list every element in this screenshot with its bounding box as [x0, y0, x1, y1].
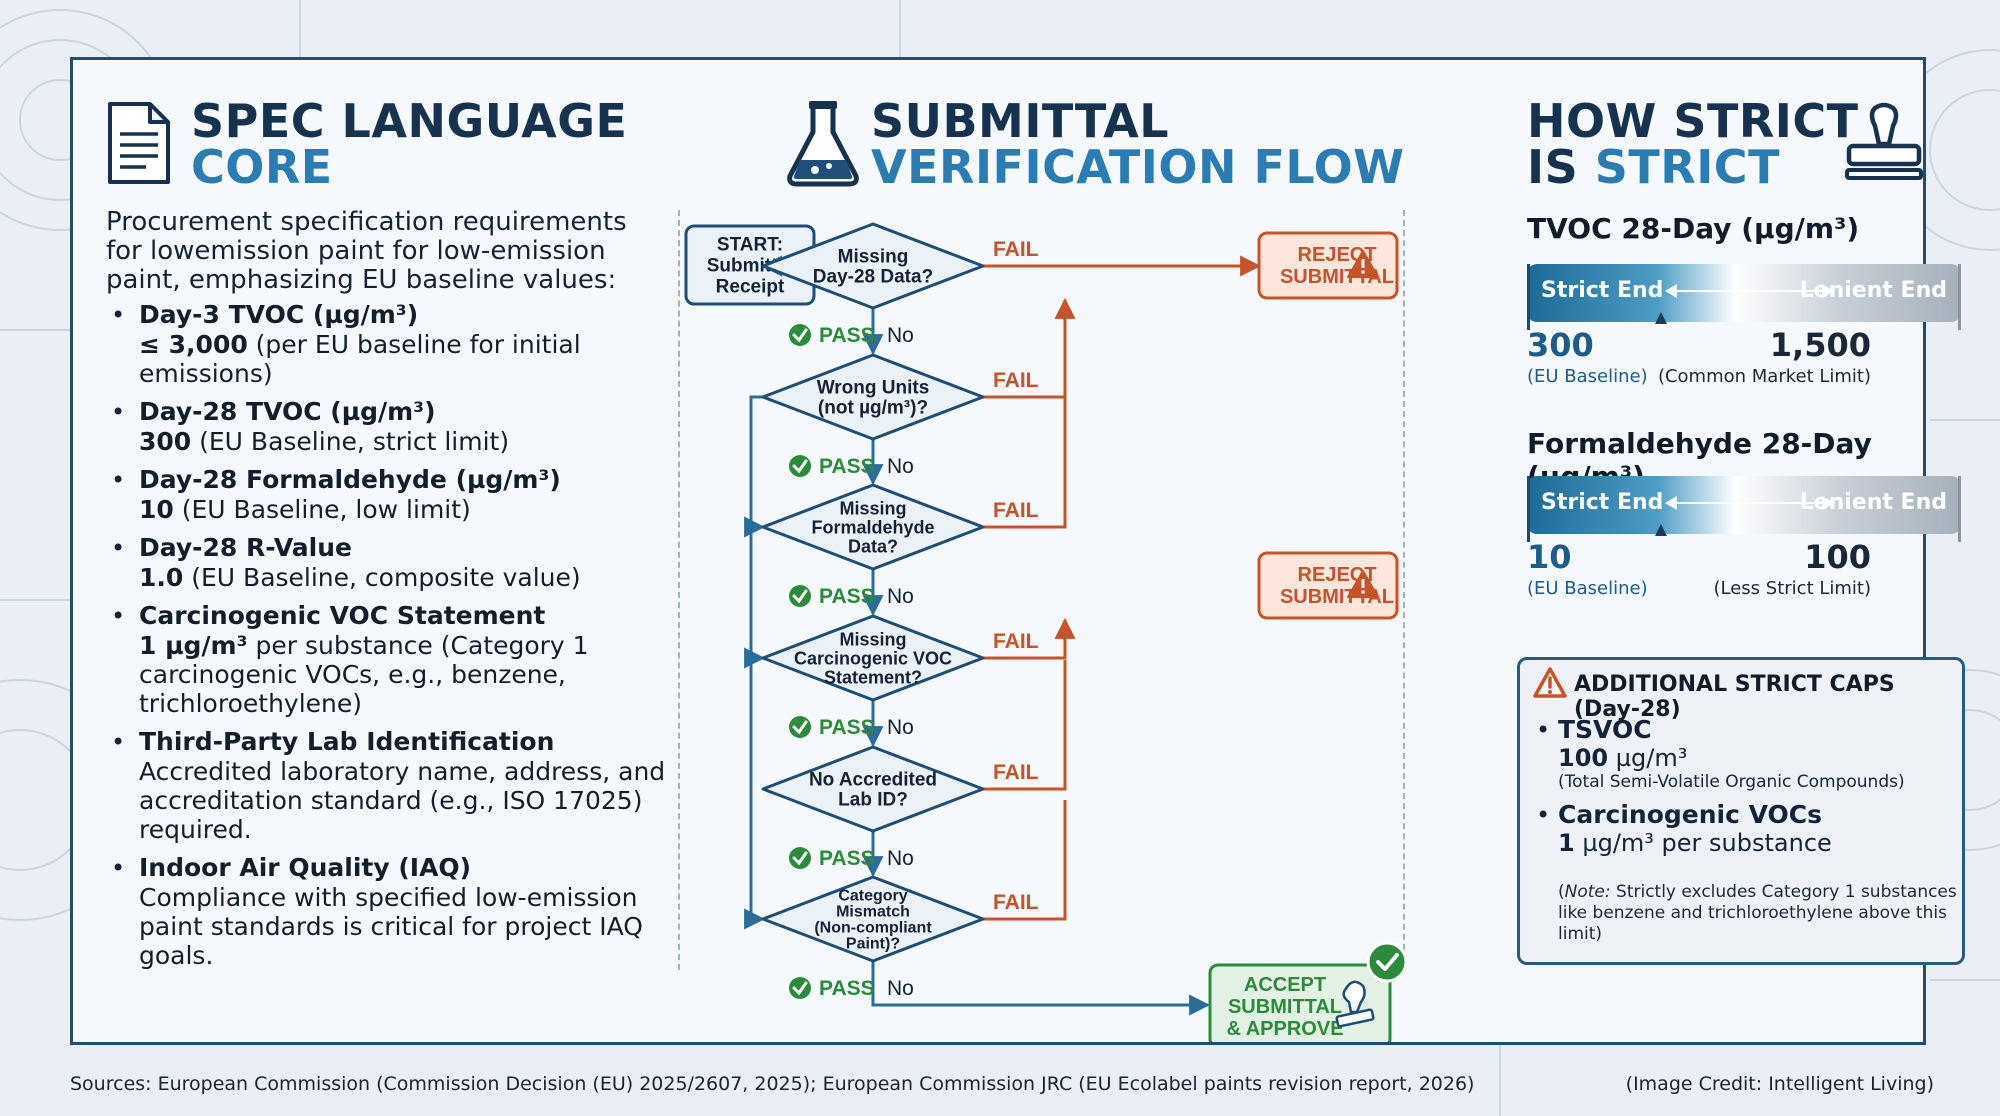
formaldehyde-strict-caption: (EU Baseline): [1527, 578, 1648, 599]
fail-label: FAIL: [993, 630, 1039, 653]
fail-label: FAIL: [993, 369, 1039, 392]
decision-diamond: [761, 614, 985, 702]
caps-item: • Carcinogenic VOCs 1 µg/m³ per substanc…: [1536, 800, 1832, 858]
decision-diamond: [761, 875, 985, 963]
spec-item: • Third-Party Lab Identification Accredi…: [111, 727, 666, 844]
formaldehyde-strict-value: 10: [1527, 538, 1572, 576]
tvoc-strict-value: 300: [1527, 326, 1594, 364]
fail-label: FAIL: [993, 891, 1039, 914]
spec-item: • Indoor Air Quality (IAQ) Compliance wi…: [111, 853, 643, 970]
spec-item: • Carcinogenic VOC Statement 1 µg/m³ per…: [111, 601, 589, 718]
strict-end-label: Strict End: [1541, 278, 1664, 303]
pass-check-icon: [789, 455, 811, 477]
pass-label: PASS: [819, 716, 875, 739]
how-strict-column: HOW STRICT IS STRICT TVOC 28-Day (µg/m³)…: [1463, 60, 1965, 1042]
spec-item: • Day-28 Formaldehyde (µg/m³) 10 (EU Bas…: [111, 465, 561, 524]
fail-arrow: [983, 617, 1076, 660]
reject-box-mid: [1257, 551, 1399, 620]
spec-item: • Day-28 R-Value 1.0 (EU Baseline, compo…: [111, 533, 581, 592]
fail-label: FAIL: [993, 499, 1039, 522]
stamp-icon: [1845, 102, 1923, 180]
spec-item: • Day-3 TVOC (µg/m³) ≤ 3,000 (per EU bas…: [111, 300, 581, 388]
image-credit: (Image Credit: Intelligent Living): [1625, 1073, 1934, 1095]
document-icon: [108, 102, 170, 184]
column-divider: [1403, 210, 1405, 970]
additional-caps-box: ADDITIONAL STRICT CAPS (Day-28) • TSVOC …: [1517, 657, 1965, 965]
pass-check-icon: [789, 716, 811, 738]
pass-label: PASS: [819, 847, 875, 870]
pass-check-icon: [789, 585, 811, 607]
pass-label: PASS: [819, 455, 875, 478]
no-label: No: [887, 716, 914, 739]
spec-item: • Day-28 TVOC (µg/m³) 300 (EU Baseline, …: [111, 397, 510, 456]
tvoc-strictness-bar: Strict End Lenient End: [1527, 264, 1961, 330]
warning-icon: [1533, 667, 1567, 698]
spec-language-column: SPEC LANGUAGE CORE Procurement specifica…: [73, 60, 673, 1042]
tvoc-strict-caption: (EU Baseline): [1527, 366, 1648, 387]
decision-diamond: [761, 483, 985, 571]
pass-label: PASS: [819, 977, 875, 1000]
double-arrow-icon: [1665, 284, 1834, 298]
pass-label: PASS: [819, 324, 875, 347]
no-label: No: [887, 455, 914, 478]
fail-line: [983, 800, 1067, 921]
caps-item: • TSVOC 100 µg/m³ (Total Semi-Volatile O…: [1536, 715, 1905, 793]
decision-diamond: [761, 222, 985, 310]
spec-title: SPEC LANGUAGE CORE: [191, 94, 628, 194]
no-label: No: [887, 324, 914, 347]
fail-label: FAIL: [993, 238, 1039, 261]
fail-line: [983, 380, 1067, 529]
formaldehyde-strictness-bar: Strict End Lenient End: [1527, 476, 1961, 542]
flask-icon: [787, 101, 859, 187]
accept-arrow: [871, 961, 1211, 1016]
marker-icon: [1655, 524, 1667, 536]
tvoc-lenient-value: 1,500: [1769, 326, 1871, 364]
pass-check-icon: [789, 977, 811, 999]
infographic-frame: SPEC LANGUAGE CORE Procurement specifica…: [70, 57, 1965, 1045]
spec-intro: Procurement specification requirements f…: [106, 207, 627, 295]
decision-diamond: [761, 745, 985, 833]
lenient-end-label: Lenient End: [1799, 490, 1947, 515]
lenient-end-label: Lenient End: [1799, 278, 1947, 303]
marker-icon: [1655, 312, 1667, 324]
no-label: No: [887, 585, 914, 608]
flow-title: SUBMITTAL VERIFICATION FLOW: [871, 94, 1405, 194]
sources-footer: Sources: European Commission (Commission…: [70, 1073, 1475, 1095]
tvoc-lenient-caption: (Common Market Limit): [1657, 366, 1871, 387]
caps-list: • TSVOC 100 µg/m³ (Total Semi-Volatile O…: [1534, 716, 1954, 865]
decision-label: Wrong Units(not µg/m³)?: [817, 378, 930, 419]
accept-check-icon: [1366, 941, 1408, 983]
pass-label: PASS: [819, 585, 875, 608]
column-divider: [678, 210, 680, 970]
caps-note: (Note: Strictly excludes Category 1 subs…: [1558, 882, 1957, 944]
pass-check-icon: [789, 847, 811, 869]
spec-bullet-list: • Day-3 TVOC (µg/m³) ≤ 3,000 (per EU bas…: [106, 300, 666, 979]
stamp-icon: [1335, 980, 1375, 1028]
strict-end-label: Strict End: [1541, 490, 1664, 515]
tvoc-scale-title: TVOC 28-Day (µg/m³): [1527, 212, 1860, 245]
no-label: No: [887, 977, 914, 1000]
fail-label: FAIL: [993, 761, 1039, 784]
no-label: No: [887, 847, 914, 870]
double-arrow-icon: [1665, 496, 1834, 510]
pass-check-icon: [789, 324, 811, 346]
formaldehyde-lenient-caption: (Less Strict Limit): [1713, 578, 1872, 599]
verification-flow-column: SUBMITTAL VERIFICATION FLOW START:Submit…: [673, 60, 1463, 1042]
strict-title: HOW STRICT IS STRICT: [1527, 94, 1859, 194]
formaldehyde-lenient-value: 100: [1804, 538, 1871, 576]
decision-diamond: [761, 353, 985, 441]
caps-title: ADDITIONAL STRICT CAPS (Day-28): [1574, 672, 1895, 722]
fail-line: [983, 660, 1067, 791]
